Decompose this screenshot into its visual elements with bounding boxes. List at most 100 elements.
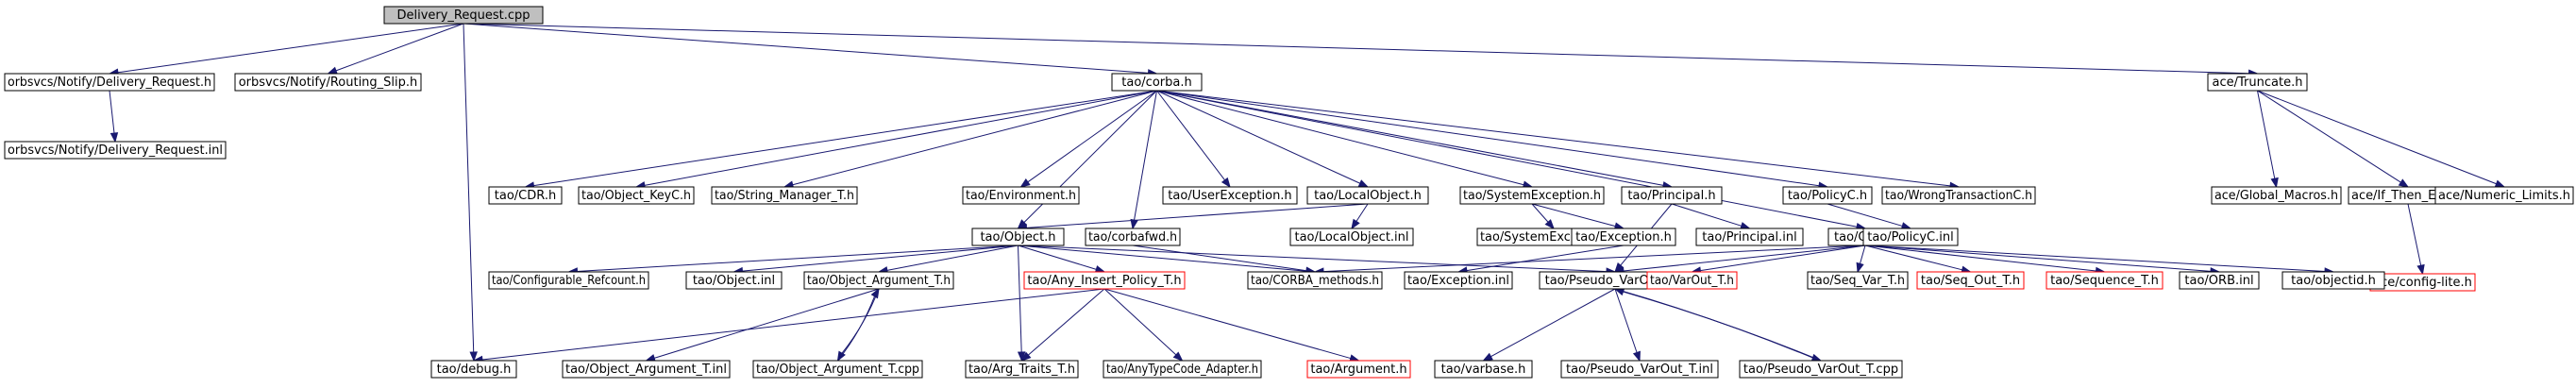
node-box[interactable]	[971, 228, 1065, 246]
node-policyc-h[interactable]: tao/PolicyC.h	[1782, 186, 1873, 205]
node-pseudovarout-cpp[interactable]: tao/Pseudo_VarOut_T.cpp	[1739, 360, 1903, 379]
node-box[interactable]	[2207, 73, 2308, 92]
node-corbamethods-h[interactable]: tao/CORBA_methods.h	[1247, 271, 1383, 290]
node-exception-h[interactable]: tao/Exception.h	[1571, 228, 1676, 246]
node-objkeyc-h[interactable]: tao/Object_KeyC.h	[578, 186, 695, 205]
node-notify-dr-h[interactable]: orbsvcs/Notify/Delivery_Request.h	[4, 73, 215, 92]
node-box[interactable]	[578, 186, 695, 205]
node-box[interactable]	[1404, 271, 1513, 290]
node-box[interactable]	[1085, 228, 1181, 246]
node-box[interactable]	[2281, 271, 2385, 290]
node-box[interactable]	[1571, 228, 1676, 246]
node-pseudovarout-inl[interactable]: tao/Pseudo_VarOut_T.inl	[1560, 360, 1719, 379]
node-box[interactable]	[4, 73, 215, 92]
arrowhead-icon	[469, 351, 478, 363]
node-box[interactable]	[1621, 186, 1723, 205]
node-box[interactable]	[1162, 186, 1298, 205]
node-box[interactable]	[1782, 186, 1873, 205]
node-localobj-h[interactable]: tao/LocalObject.h	[1306, 186, 1429, 205]
node-anytcadapter-h[interactable]: tao/AnyTypeCode_Adapter.h	[1103, 360, 1262, 379]
node-box[interactable]	[1881, 186, 2036, 205]
node-box[interactable]	[752, 360, 923, 379]
node-label: tao/PolicyC.h	[1788, 189, 1867, 203]
arrowhead-icon	[2494, 179, 2506, 188]
node-box[interactable]	[1247, 271, 1383, 290]
node-box[interactable]	[1916, 271, 2025, 290]
node-corba-h[interactable]: tao/corba.h	[1111, 73, 1203, 92]
node-box[interactable]	[383, 6, 544, 25]
node-sequence-h[interactable]: tao/Sequence_T.h	[2046, 271, 2164, 290]
node-object-h[interactable]: tao/Object.h	[971, 228, 1065, 246]
node-box[interactable]	[1289, 228, 1414, 246]
node-notify-rs-h[interactable]: orbsvcs/Notify/Routing_Slip.h	[234, 73, 422, 92]
node-exception-inl[interactable]: tao/Exception.inl	[1404, 271, 1513, 290]
node-box[interactable]	[1739, 360, 1903, 379]
node-principal-h[interactable]: tao/Principal.h	[1621, 186, 1723, 205]
node-principal-inl[interactable]: tao/Principal.inl	[1695, 228, 1804, 246]
node-box[interactable]	[1103, 360, 1262, 379]
node-box[interactable]	[685, 271, 783, 290]
node-varout-h[interactable]: tao/VarOut_T.h	[1646, 271, 1738, 290]
node-box[interactable]	[1111, 73, 1203, 92]
node-box[interactable]	[803, 271, 954, 290]
node-orb-inl[interactable]: tao/ORB.inl	[2179, 271, 2260, 290]
node-box[interactable]	[488, 186, 563, 205]
edge-root-to-notify_rs_h	[327, 23, 464, 75]
node-seqout-h[interactable]: tao/Seq_Out_T.h	[1916, 271, 2025, 290]
node-box[interactable]	[2211, 186, 2342, 205]
node-box[interactable]	[1306, 360, 1411, 379]
node-objectid-h[interactable]: tao/objectid.h	[2281, 271, 2385, 290]
edge-corba_h-to-userexc_h	[1156, 90, 1231, 189]
node-numlimits-h[interactable]: ace/Numeric_Limits.h	[2434, 186, 2574, 205]
node-wrongtx-h[interactable]: tao/WrongTransactionC.h	[1881, 186, 2036, 205]
node-box[interactable]	[1646, 271, 1738, 290]
node-box[interactable]	[234, 73, 422, 92]
node-objarg-inl[interactable]: tao/Object_Argument_T.inl	[562, 360, 731, 379]
edge-line	[1156, 90, 1361, 184]
node-env-h[interactable]: tao/Environment.h	[962, 186, 1080, 205]
node-box[interactable]	[962, 186, 1080, 205]
node-strmgr-h[interactable]: tao/String_Manager_T.h	[711, 186, 858, 205]
node-box[interactable]	[1306, 186, 1429, 205]
node-box[interactable]	[2046, 271, 2164, 290]
node-argument-h[interactable]: tao/Argument.h	[1306, 360, 1411, 379]
node-corbafwd-h[interactable]: tao/corbafwd.h	[1085, 228, 1181, 246]
node-box[interactable]	[1560, 360, 1719, 379]
node-box[interactable]	[1023, 271, 1186, 290]
node-globalmacros-h[interactable]: ace/Global_Macros.h	[2211, 186, 2342, 205]
node-box[interactable]	[4, 141, 227, 160]
node-objarg-h[interactable]: tao/Object_Argument_T.h	[803, 271, 954, 290]
edge-line	[1864, 245, 1962, 271]
node-box[interactable]	[1434, 360, 1533, 379]
node-seqvar-h[interactable]: tao/Seq_Var_T.h	[1807, 271, 1909, 290]
node-localobj-inl[interactable]: tao/LocalObject.inl	[1289, 228, 1414, 246]
node-argtraits-h[interactable]: tao/Arg_Traits_T.h	[965, 360, 1079, 379]
node-box[interactable]	[562, 360, 731, 379]
node-box[interactable]	[488, 271, 649, 290]
node-anyinsert-h[interactable]: tao/Any_Insert_Policy_T.h	[1023, 271, 1186, 290]
node-box[interactable]	[430, 360, 517, 379]
node-notify-dr-inl[interactable]: orbsvcs/Notify/Delivery_Request.inl	[4, 141, 227, 160]
node-box[interactable]	[2179, 271, 2260, 290]
node-cdr-h[interactable]: tao/CDR.h	[488, 186, 563, 205]
node-configlite-h[interactable]: ace/config-lite.h	[2369, 273, 2476, 292]
node-box[interactable]	[711, 186, 858, 205]
node-debug-h[interactable]: tao/debug.h	[430, 360, 517, 379]
node-box[interactable]	[965, 360, 1079, 379]
node-box[interactable]	[1695, 228, 1804, 246]
node-object-inl[interactable]: tao/Object.inl	[685, 271, 783, 290]
node-box[interactable]	[1459, 186, 1605, 205]
node-box[interactable]	[1862, 228, 1959, 246]
node-policyc-inl[interactable]: tao/PolicyC.inl	[1862, 228, 1959, 246]
node-userexc-h[interactable]: tao/UserException.h	[1162, 186, 1298, 205]
node-truncate-h[interactable]: ace/Truncate.h	[2207, 73, 2308, 92]
node-sysexc-h[interactable]: tao/SystemException.h	[1459, 186, 1605, 205]
node-label: tao/CORBA_methods.h	[1251, 274, 1379, 288]
node-objarg-cpp[interactable]: tao/Object_Argument_T.cpp	[752, 360, 923, 379]
node-box[interactable]	[2434, 186, 2574, 205]
node-root[interactable]: Delivery_Request.cpp	[383, 6, 544, 25]
node-label: tao/corbafwd.h	[1088, 230, 1177, 245]
node-confrefcount-h[interactable]: tao/Configurable_Refcount.h	[488, 271, 649, 290]
node-box[interactable]	[1807, 271, 1909, 290]
node-varbase-h[interactable]: tao/varbase.h	[1434, 360, 1533, 379]
